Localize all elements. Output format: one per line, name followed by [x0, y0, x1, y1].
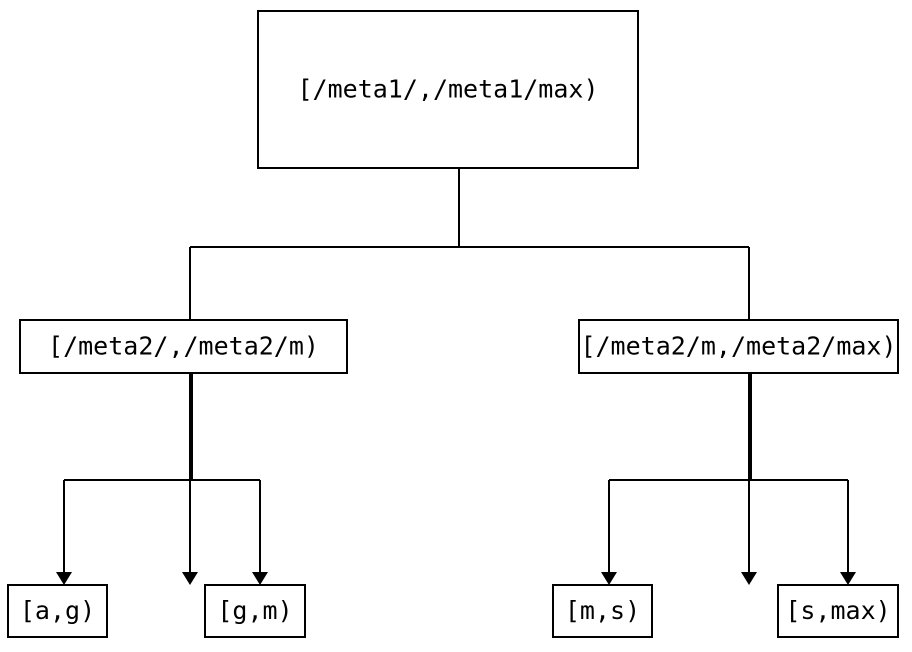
arrowhead-leaf-1	[56, 572, 72, 585]
arrowhead-leaf-2	[252, 572, 268, 585]
arrowhead-leaf-4	[840, 572, 856, 585]
node-leaf-4-box[interactable]	[776, 583, 900, 639]
node-leaf-2-box[interactable]	[203, 583, 307, 639]
node-leaf-3[interactable]: [m,s)	[551, 583, 654, 639]
edge-mid-left-to-leaf-1	[62, 373, 260, 572]
edge-mid-left-to-leaf-2	[64, 373, 262, 572]
node-leaf-4[interactable]: [s,max)	[776, 583, 900, 639]
node-leaf-3-box[interactable]	[551, 583, 654, 639]
edge-group-left	[56, 373, 268, 585]
node-leaf-2[interactable]: [g,m)	[203, 583, 307, 639]
node-leaf-3-label: [m,s)	[565, 596, 640, 625]
arrowhead-leaf-3	[601, 572, 617, 585]
node-leaf-4-label: [s,max)	[785, 596, 890, 625]
node-leaf-1-box[interactable]	[6, 583, 109, 639]
node-mid-right-box[interactable]	[577, 318, 900, 375]
node-mid-left[interactable]: [/meta2/,/meta2/m)	[18, 318, 349, 375]
edge-root-to-mid-right	[190, 168, 751, 572]
edge-group-root	[182, 168, 757, 585]
node-root[interactable]: [/meta1/,/meta1/max)	[256, 9, 640, 170]
node-mid-right[interactable]: [/meta2/m,/meta2/max)	[577, 318, 900, 375]
node-mid-right-label: [/meta2/m,/meta2/max)	[580, 332, 896, 361]
edge-mid-right-to-leaf-4	[609, 373, 850, 572]
node-root-label: [/meta1/,/meta1/max)	[297, 75, 598, 104]
edge-group-right	[601, 373, 856, 585]
node-mid-left-label: [/meta2/,/meta2/m)	[48, 332, 319, 361]
arrowhead-mid-right	[741, 572, 757, 585]
node-leaf-1-label: [a,g)	[20, 596, 95, 625]
arrowhead-mid-left	[182, 572, 198, 585]
node-leaf-2-label: [g,m)	[217, 596, 292, 625]
node-root-box[interactable]	[256, 9, 640, 170]
node-mid-left-box[interactable]	[18, 318, 349, 375]
node-leaf-1[interactable]: [a,g)	[6, 583, 109, 639]
edge-mid-right-to-leaf-3	[607, 373, 848, 572]
